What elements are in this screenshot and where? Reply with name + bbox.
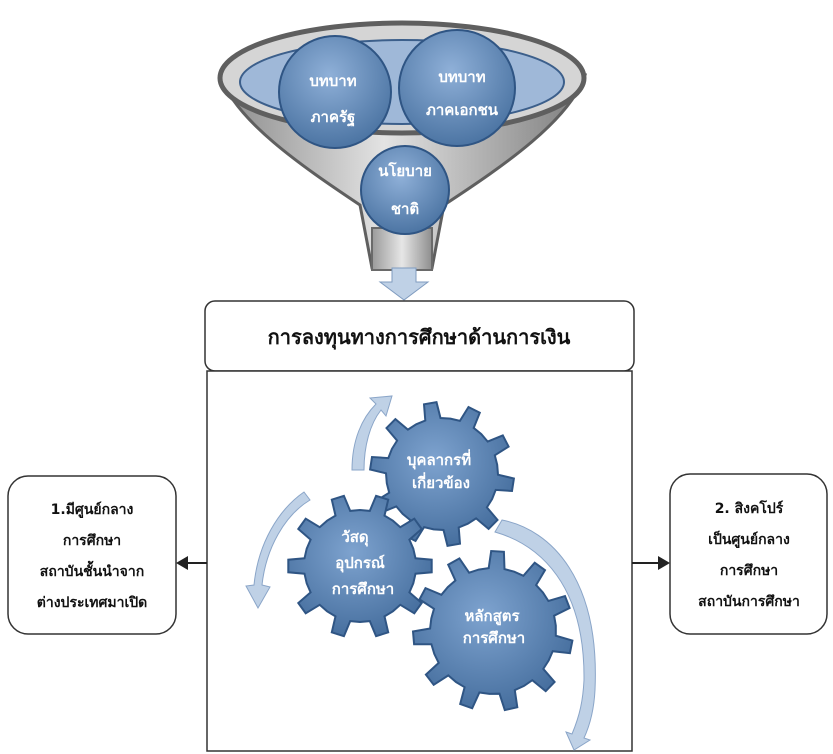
right-box-line2: เป็นศูนย์กลาง xyxy=(708,530,790,548)
gear-bottom-line1: หลักสูตร xyxy=(464,607,520,626)
gear-curriculum xyxy=(411,549,574,712)
circle-private-role xyxy=(398,29,516,147)
circle-left-line2: ภาครัฐ xyxy=(311,108,356,127)
arrow-top-left xyxy=(351,395,393,471)
right-box-line3: การศึกษา xyxy=(720,562,778,579)
left-box-line3: สถาบันชั้นนำจาก xyxy=(40,560,144,580)
gear-bottom-line2: การศึกษา xyxy=(463,629,525,647)
gear-left-line1: วัสดุ xyxy=(341,528,368,547)
gear-left-line2: อุปกรณ์ xyxy=(335,554,385,573)
gear-top-line2: เกี่ยวข้อง xyxy=(412,472,470,492)
title-text: การลงทุนทางการศึกษาด้านการเงิน xyxy=(268,325,571,350)
arrow-right xyxy=(494,519,596,751)
right-box-line1: 2. สิงคโปร์ xyxy=(715,499,784,517)
funnel-down-arrow xyxy=(378,267,430,301)
left-box-line4: ต่างประเทศมาเปิด xyxy=(37,595,147,611)
right-result-box xyxy=(669,473,828,635)
gear-left-line3: การศึกษา xyxy=(332,580,394,598)
right-box-line4: สถาบันการศึกษา xyxy=(698,593,800,610)
arrow-left xyxy=(245,491,311,610)
gear-personnel xyxy=(368,401,516,547)
gear-top-line1: บุคลากรที่ xyxy=(407,449,471,470)
left-box-line1: 1.มีศูนย์กลาง xyxy=(51,501,134,518)
gear-materials xyxy=(287,494,433,638)
left-result-box xyxy=(7,475,177,635)
circle-left-line1: บทบาท xyxy=(309,72,356,90)
circle-right-line1: บทบาท xyxy=(438,68,485,86)
circle-right-line2: ภาคเอกชน xyxy=(426,101,499,119)
cycle-arrows xyxy=(245,395,596,751)
funnel: บทบาท ภาครัฐ บทบาท ภาคเอกชน นโยบาย ชาติ xyxy=(217,20,588,271)
circle-bottom-line1: นโยบาย xyxy=(378,161,432,180)
circle-government-role xyxy=(278,35,392,149)
left-connector xyxy=(176,556,207,570)
circle-bottom-line2: ชาติ xyxy=(391,200,419,218)
gears: บุคลากรที่ เกี่ยวข้อง วัสดุ อุปกรณ์ การศ… xyxy=(287,401,574,712)
right-connector xyxy=(632,556,670,570)
circle-national-policy xyxy=(360,145,450,235)
left-box-line2: การศึกษา xyxy=(63,532,121,549)
funnel-spout xyxy=(371,227,433,271)
